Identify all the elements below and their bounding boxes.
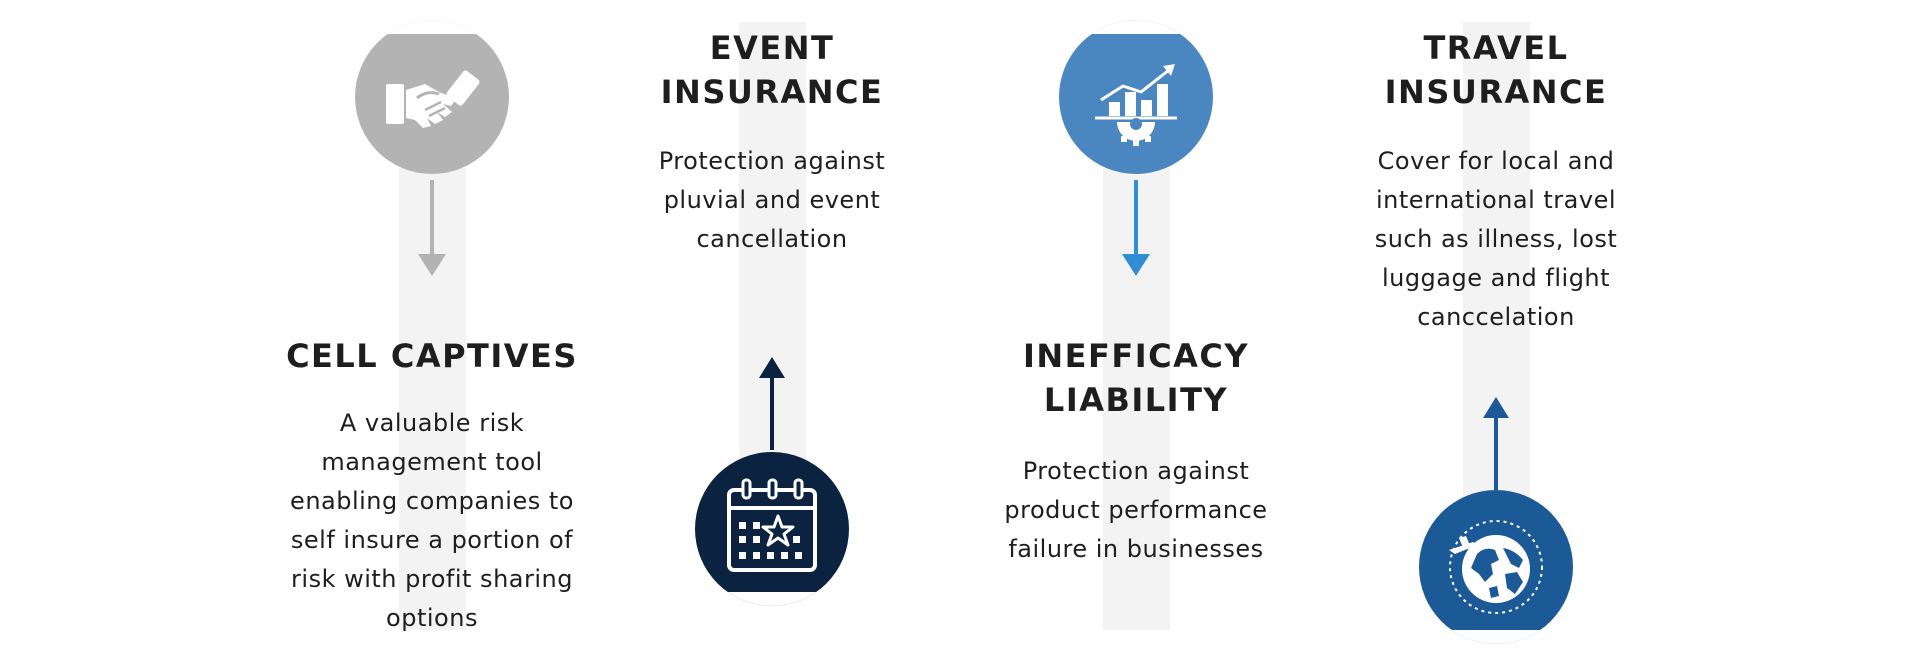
cell-captives-down-arrow — [418, 180, 446, 276]
cell-captives-description: A valuable risk management tool enabling… — [290, 409, 574, 632]
travel-insurance-column: TRAVEL INSURANCE Cover for local and int… — [1336, 0, 1656, 672]
inefficacy-liability-down-arrow — [1122, 180, 1150, 276]
cell-captives-column: CELL CAPTIVES A valuable risk management… — [272, 0, 592, 672]
event-insurance-up-arrow — [759, 357, 785, 450]
event-insurance-circle — [695, 452, 849, 606]
inefficacy-liability-description: Protection against product performance f… — [1004, 457, 1268, 563]
travel-insurance-up-arrow — [1483, 397, 1509, 490]
handshake-icon — [386, 70, 480, 128]
cell-captives-title: CELL CAPTIVES — [286, 337, 578, 375]
event-insurance-title: EVENT INSURANCE — [660, 29, 884, 111]
globe-plane-icon — [1449, 520, 1543, 614]
inefficacy-liability-circle — [1059, 20, 1213, 174]
inefficacy-liability-title: INEFFICACY LIABILITY — [1022, 337, 1250, 419]
event-insurance-description: Protection against pluvial and event can… — [658, 147, 886, 253]
growth-chart-gear-icon — [1095, 64, 1177, 146]
calendar-icon — [727, 478, 817, 572]
travel-insurance-circle — [1419, 490, 1573, 644]
travel-insurance-description: Cover for local and international travel… — [1374, 147, 1618, 331]
cell-captives-circle — [355, 20, 509, 174]
event-insurance-column: EVENT INSURANCE Protection against pluvi… — [612, 0, 932, 672]
travel-insurance-title: TRAVEL INSURANCE — [1384, 29, 1608, 111]
inefficacy-liability-column: INEFFICACY LIABILITY Protection against … — [976, 0, 1296, 672]
